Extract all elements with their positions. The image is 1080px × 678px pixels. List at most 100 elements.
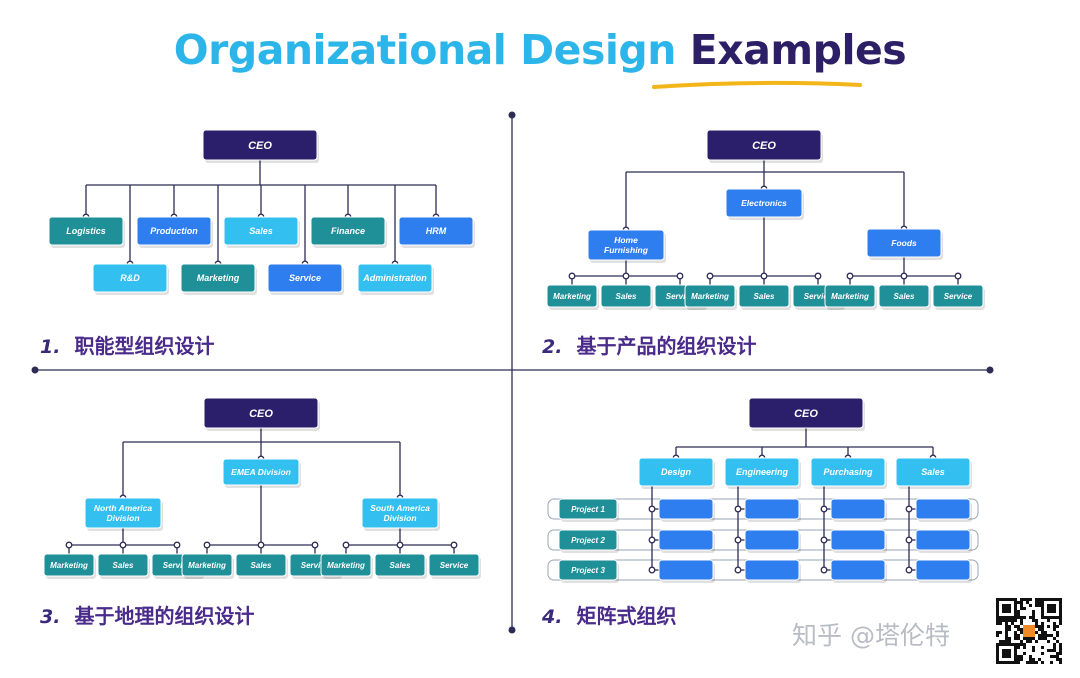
team-box-label: Service bbox=[440, 561, 469, 570]
connector-dot bbox=[734, 505, 742, 513]
divider-endpoint bbox=[508, 626, 516, 634]
matrix-cell bbox=[744, 498, 801, 522]
department-box: Administration bbox=[357, 263, 434, 295]
department-box-label: Service bbox=[289, 273, 321, 283]
project-box-label: Project 3 bbox=[571, 566, 605, 575]
department-box: HRM bbox=[398, 216, 475, 248]
team-box-label: Sales bbox=[251, 561, 272, 570]
project-box: Project 1 bbox=[558, 498, 619, 522]
project-box-label: Project 1 bbox=[571, 505, 605, 514]
caption-text: 基于地理的组织设计 bbox=[74, 604, 255, 628]
connector-dot bbox=[173, 541, 181, 549]
team-box-label: Service bbox=[804, 292, 833, 301]
department-box-label: Logistics bbox=[66, 226, 106, 236]
connector-dot bbox=[450, 541, 458, 549]
team-box: Service bbox=[428, 553, 481, 579]
title-underline bbox=[652, 80, 862, 89]
team-box: Sales bbox=[374, 553, 427, 579]
connector-dot bbox=[622, 272, 630, 280]
matrix-cell bbox=[744, 559, 801, 583]
connector-dot bbox=[905, 536, 913, 544]
division-box-label: Foods bbox=[891, 238, 917, 248]
department-box: Purchasing bbox=[810, 457, 887, 489]
ceo-box-label: CEO bbox=[752, 140, 776, 152]
connector-dot bbox=[648, 505, 656, 513]
connector-dot bbox=[734, 566, 742, 574]
divider-endpoint bbox=[31, 366, 39, 374]
team-box: Sales bbox=[738, 284, 791, 310]
connector-dot bbox=[954, 272, 962, 280]
caption-number: 4. bbox=[542, 606, 563, 628]
team-box: Service bbox=[932, 284, 985, 310]
team-box-label: Marketing bbox=[691, 292, 729, 301]
team-box-label: Marketing bbox=[50, 561, 88, 570]
department-box: Sales bbox=[223, 216, 300, 248]
department-box-label: Purchasing bbox=[823, 467, 873, 477]
connector-dot bbox=[568, 272, 576, 280]
connector-dot bbox=[846, 272, 854, 280]
caption-product: 2. 基于产品的组织设计 bbox=[542, 330, 756, 359]
team-box: Sales bbox=[600, 284, 653, 310]
caption-text: 矩阵式组织 bbox=[576, 604, 677, 628]
connector-dot bbox=[706, 272, 714, 280]
caption-functional: 1.职能型组织设计 bbox=[40, 330, 214, 359]
division-box-label: EMEA Division bbox=[231, 467, 291, 477]
department-box: Production bbox=[136, 216, 213, 248]
connector-dot bbox=[342, 541, 350, 549]
team-box-label: Marketing bbox=[553, 292, 591, 301]
team-box-label: Marketing bbox=[188, 561, 226, 570]
division-box-label: Electronics bbox=[741, 198, 787, 208]
connector-dot bbox=[119, 541, 127, 549]
ceo-box-label: CEO bbox=[249, 408, 273, 420]
department-box: Logistics bbox=[48, 216, 125, 248]
department-box-label: Production bbox=[150, 226, 198, 236]
team-box: Sales bbox=[97, 553, 150, 579]
connector-dot bbox=[203, 541, 211, 549]
connector-dot bbox=[311, 541, 319, 549]
department-box: Design bbox=[638, 457, 715, 489]
project-box: Project 2 bbox=[558, 529, 619, 553]
team-box-label: Sales bbox=[616, 292, 637, 301]
team-box: Marketing bbox=[43, 553, 96, 579]
team-box-label: Sales bbox=[113, 561, 134, 570]
matrix-cell bbox=[658, 498, 715, 522]
matrix-cell bbox=[830, 498, 887, 522]
ceo-box-label: CEO bbox=[248, 140, 272, 152]
connector-dot bbox=[814, 272, 822, 280]
department-box: Sales bbox=[895, 457, 972, 489]
connector-dot bbox=[734, 536, 742, 544]
ceo-box: CEO bbox=[748, 397, 865, 431]
ceo-box: CEO bbox=[202, 129, 319, 163]
watermark-text: 知乎 @塔伦特 bbox=[792, 621, 950, 650]
team-box-label: Sales bbox=[894, 292, 915, 301]
ceo-box-label: CEO bbox=[794, 408, 818, 420]
department-box-label: R&D bbox=[120, 273, 140, 283]
ceo-box: CEO bbox=[203, 397, 320, 431]
matrix-cell bbox=[830, 529, 887, 553]
caption-text: 基于产品的组织设计 bbox=[576, 334, 757, 358]
department-box-label: Engineering bbox=[736, 467, 789, 477]
connector-dot bbox=[257, 541, 265, 549]
department-box-label: Sales bbox=[921, 467, 945, 477]
team-box-label: Service bbox=[666, 292, 695, 301]
page-title: Organizational Design Examples bbox=[0, 26, 1080, 74]
matrix-cell bbox=[744, 529, 801, 553]
connector-dot bbox=[760, 272, 768, 280]
department-box-label: HRM bbox=[426, 226, 447, 236]
team-box: Marketing bbox=[824, 284, 877, 310]
team-box-label: Service bbox=[163, 561, 192, 570]
division-box: Foods bbox=[866, 228, 943, 260]
connector-dot bbox=[648, 566, 656, 574]
project-box: Project 3 bbox=[558, 559, 619, 583]
team-box-label: Sales bbox=[390, 561, 411, 570]
department-box-label: Finance bbox=[331, 226, 365, 236]
department-box-label: Sales bbox=[249, 226, 273, 236]
caption-number: 2. bbox=[542, 336, 563, 358]
divider-endpoint bbox=[986, 366, 994, 374]
connector-dot bbox=[676, 272, 684, 280]
